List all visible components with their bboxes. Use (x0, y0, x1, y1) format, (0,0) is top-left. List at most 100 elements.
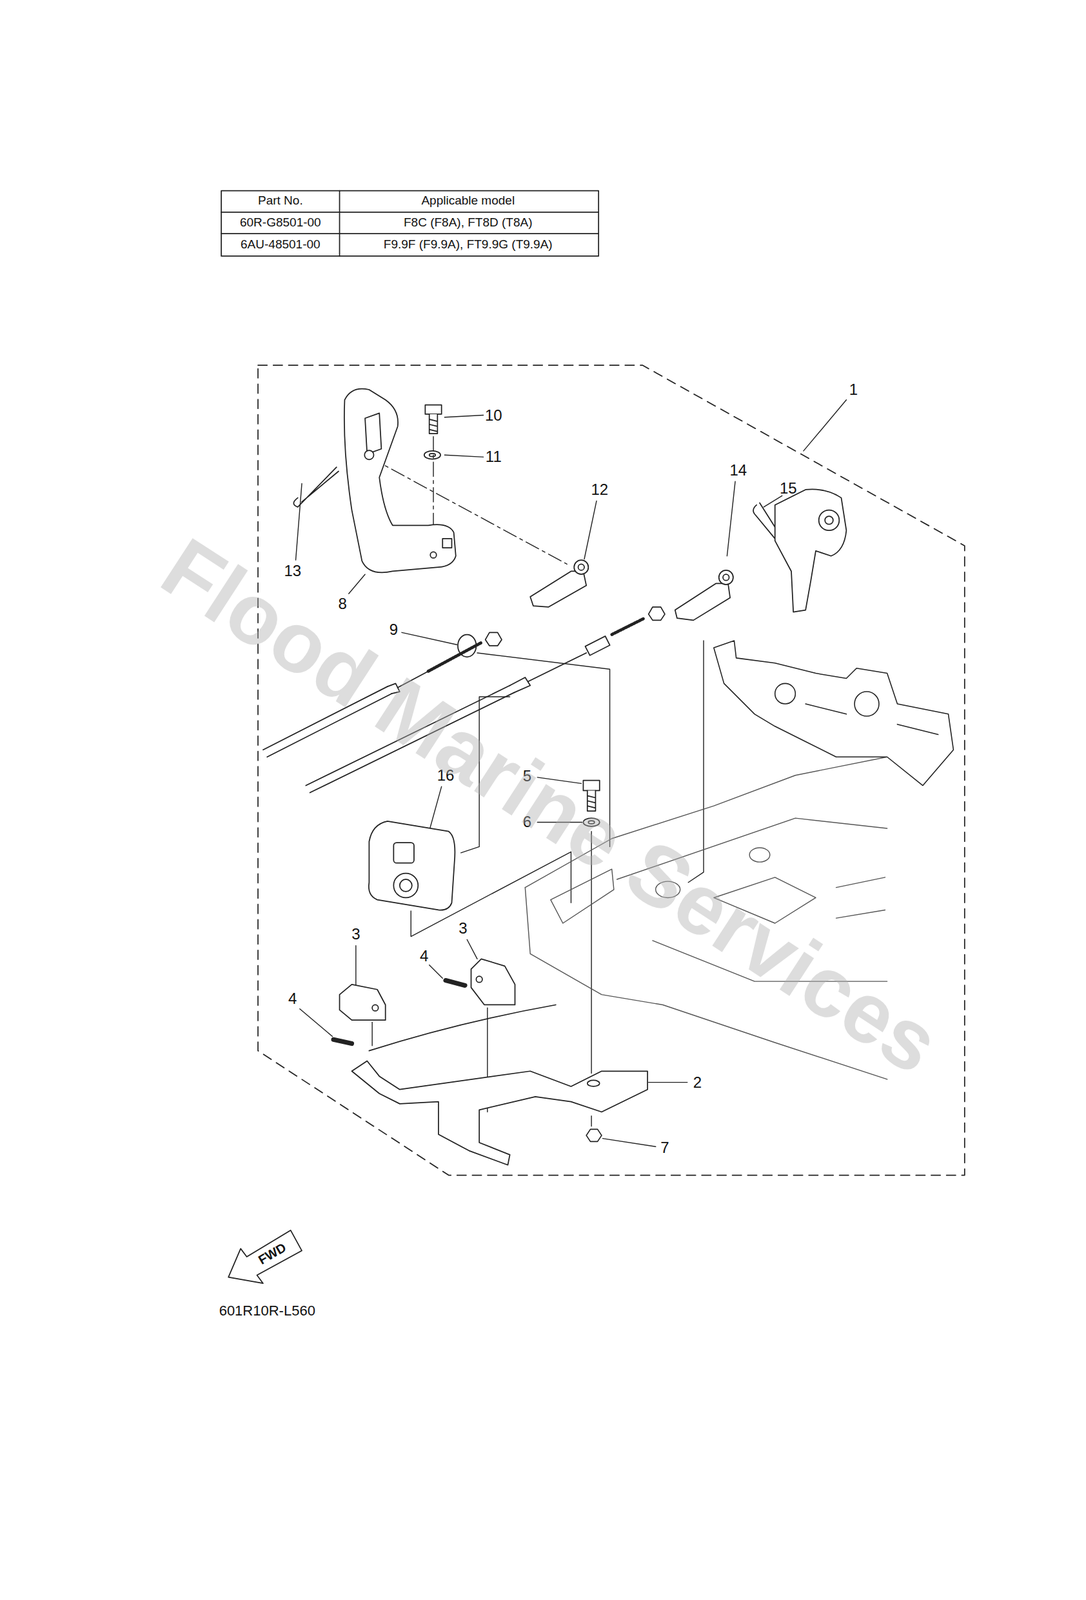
carburetor (854, 691, 879, 716)
lever-8 (442, 538, 452, 548)
washer-11 (424, 450, 441, 460)
callout-number: 15 (779, 479, 798, 497)
cable (648, 606, 665, 621)
bracket-2 (587, 1079, 600, 1086)
connector-14 (722, 573, 729, 580)
clamp-3 (339, 958, 516, 1020)
nut-7 (586, 1128, 602, 1141)
lever-8 (364, 450, 374, 460)
table-header: Applicable model (421, 194, 515, 208)
connector-14 (675, 570, 734, 620)
callout-number: 3 (351, 925, 360, 943)
leader-line (444, 454, 484, 457)
callout-number: 7 (660, 1138, 669, 1156)
callout-number: 4 (288, 989, 297, 1007)
leader-line (803, 399, 847, 451)
bracket-16 (368, 820, 456, 910)
callout-number: 3 (458, 919, 467, 937)
pin-4 (333, 1038, 352, 1043)
bracket-16 (399, 878, 413, 892)
bracket-2 (352, 1004, 649, 1165)
model-table (339, 190, 341, 257)
bolt-10 (424, 404, 442, 415)
leader-line (602, 1138, 656, 1147)
connector-12 (578, 563, 585, 570)
table-cell: F8C (F8A), FT8D (T8A) (403, 215, 533, 229)
model-table (221, 232, 599, 235)
leader-line (726, 481, 736, 556)
table-header: Part No. (257, 194, 304, 208)
bolt-10 (429, 414, 438, 434)
washer-11 (429, 453, 436, 457)
direction-label: FWD (256, 1239, 289, 1267)
leader-line (648, 1081, 688, 1083)
connector-14 (675, 582, 731, 620)
bottom-cowling (836, 877, 886, 918)
table-cell: 6AU-48501-00 (240, 237, 321, 252)
throttle-lever (824, 515, 834, 525)
clip-13 (293, 466, 339, 507)
carburetor (713, 640, 954, 786)
figure-code: 601R10R-L560 (219, 1302, 316, 1319)
bracket-2 (368, 1004, 556, 1050)
throttle-lever (819, 510, 840, 531)
connector-12 (530, 570, 587, 607)
callout-number: 13 (283, 562, 302, 580)
leader-line (348, 573, 366, 594)
callout-number: 2 (693, 1073, 702, 1090)
bolt-10 (424, 404, 442, 434)
leader-line (428, 786, 442, 834)
fwd-arrow (228, 1229, 302, 1283)
cable (510, 677, 531, 693)
clamp-3 (339, 984, 386, 1020)
connector-12 (530, 559, 589, 607)
leader-line (429, 964, 444, 979)
watermark: Flood Marine Services (146, 520, 956, 1092)
callout-number: 4 (419, 946, 429, 964)
callout-number: 10 (484, 406, 503, 424)
bracket-16 (368, 820, 456, 910)
callout-number: 1 (849, 381, 858, 398)
carburetor (713, 640, 954, 786)
pin-4 (445, 980, 465, 986)
clamp-3 (471, 958, 516, 1005)
lever-8 (430, 551, 436, 558)
leader-line (355, 945, 356, 986)
callout-number: 9 (389, 620, 398, 638)
cable (428, 642, 482, 671)
model-table (221, 190, 599, 257)
clamp-3 (475, 975, 482, 982)
clamp-3 (372, 1004, 378, 1010)
lever-8 (344, 388, 456, 573)
table-cell: 60R-G8501-00 (239, 215, 322, 229)
throttle-lever (775, 488, 847, 612)
bracket-2 (352, 1060, 649, 1165)
connector-14 (719, 570, 734, 585)
bottom-cowling (749, 847, 771, 862)
lever-8 (344, 388, 456, 573)
callout-number: 8 (338, 595, 347, 613)
leader-line (466, 938, 478, 959)
washer-11 (424, 450, 441, 460)
leader-line (299, 1008, 333, 1037)
leader-line (296, 483, 302, 560)
carburetor (805, 703, 939, 734)
model-table (221, 190, 599, 257)
bracket-16 (393, 873, 418, 898)
cable (584, 635, 610, 656)
connector-12 (573, 559, 589, 574)
callout-number: 14 (729, 461, 747, 479)
lever-8 (365, 412, 382, 454)
bracket-16 (393, 842, 415, 863)
parts-illustration (221, 190, 965, 1283)
callout-number: 11 (485, 448, 502, 465)
cable (612, 617, 645, 634)
cable (485, 631, 502, 646)
model-table (221, 211, 599, 213)
table-cell: F9.9F (F9.9A), FT9.9G (T9.9A) (383, 237, 553, 252)
carburetor (775, 682, 796, 704)
leader-line (584, 500, 597, 559)
cable (528, 652, 587, 682)
leader-line (401, 631, 457, 645)
